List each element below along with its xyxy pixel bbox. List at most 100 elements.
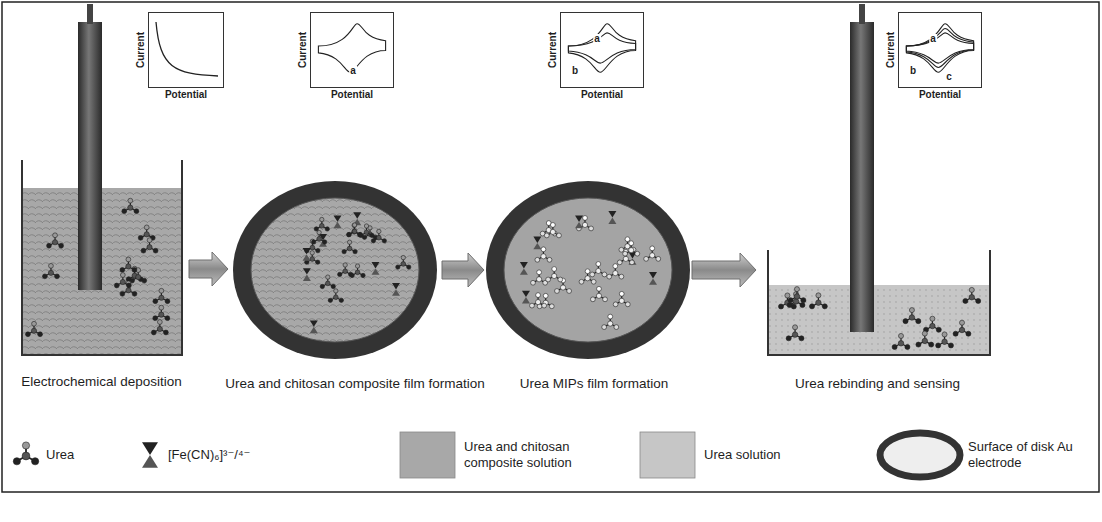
atom [898, 341, 903, 346]
atom [22, 452, 30, 460]
urea-molecule [546, 267, 563, 282]
electrode [78, 22, 102, 290]
urea-molecule [120, 257, 137, 272]
atom [355, 270, 360, 275]
process-arrow [442, 253, 484, 287]
atom [396, 265, 400, 269]
atom [623, 251, 628, 256]
atom [558, 277, 563, 282]
atom [531, 280, 536, 285]
curve-letter: a [349, 66, 357, 76]
atom [619, 291, 624, 296]
atom [613, 271, 618, 276]
atom [316, 260, 320, 264]
legend-text: Urea solution [704, 447, 781, 463]
atom [128, 205, 133, 210]
atom [603, 297, 608, 302]
atom [936, 327, 941, 332]
triangle [333, 215, 341, 221]
atom [159, 295, 164, 300]
urea-molecule [359, 224, 374, 238]
atom [942, 339, 947, 344]
atom [370, 233, 374, 237]
atom [120, 291, 125, 296]
atom [550, 223, 555, 228]
atom [547, 257, 552, 262]
atom [128, 198, 133, 203]
atom [546, 277, 551, 282]
axis-label: Potential [165, 89, 207, 100]
atom [816, 300, 821, 305]
axis-label: Potential [919, 89, 961, 100]
urea-molecule [153, 305, 170, 320]
atom [630, 260, 635, 265]
atom [359, 233, 363, 237]
atom [352, 229, 357, 234]
atom [49, 263, 54, 268]
atom [629, 248, 634, 253]
urea-molecule [602, 314, 619, 329]
atom [905, 344, 910, 349]
atom [629, 241, 634, 246]
atom [120, 279, 125, 284]
triangle [608, 211, 616, 217]
atom [32, 458, 39, 465]
atom [953, 331, 958, 336]
atom [127, 283, 132, 288]
atom [316, 249, 320, 253]
atom [930, 316, 935, 321]
plot-inset: CurrentabcPotential [898, 12, 982, 88]
atom [536, 293, 541, 298]
atom [126, 257, 131, 262]
triangle [303, 254, 311, 260]
frame [2, 2, 1099, 492]
urea-molecule [47, 233, 64, 248]
urea-molecule [151, 320, 168, 335]
atom [352, 223, 356, 227]
stage-caption: Electrochemical deposition [21, 374, 182, 389]
atom [339, 298, 343, 302]
atom [898, 333, 903, 338]
triangle [142, 455, 158, 468]
urea-molecule [923, 316, 941, 332]
atom [114, 283, 119, 288]
plot-inset: CurrentabPotential [560, 12, 644, 88]
atom [147, 245, 152, 250]
atom [792, 332, 797, 337]
ferricyanide-symbol [333, 215, 341, 228]
atom [613, 302, 618, 307]
atom [350, 273, 354, 277]
atom [969, 295, 974, 300]
ferricyanide-symbol [533, 236, 541, 249]
atom [320, 284, 324, 288]
atom [936, 343, 941, 348]
urea-molecule [531, 270, 548, 285]
atom [619, 247, 624, 252]
triangle [575, 216, 583, 222]
urea-molecule [613, 291, 630, 306]
atom [317, 230, 321, 234]
urea-molecule [530, 293, 547, 308]
atom [153, 248, 158, 253]
triangle [353, 212, 361, 218]
axis-label: Potential [331, 89, 373, 100]
urea-molecule [314, 217, 329, 231]
atom [794, 294, 799, 299]
atom [48, 270, 53, 275]
voltammograms [156, 22, 974, 76]
curve-letter: b [571, 66, 579, 76]
axis-label: Current [547, 32, 558, 68]
axis-label: Current [135, 32, 146, 68]
atom [13, 458, 20, 465]
atom [165, 316, 170, 321]
atom [793, 299, 798, 304]
urea-molecule [607, 264, 624, 279]
atom [377, 229, 381, 233]
atom [650, 246, 655, 251]
atom [22, 442, 29, 449]
urea-molecule [138, 225, 155, 240]
triangle [520, 268, 528, 274]
triangle [575, 222, 583, 228]
ferricyanide-symbol [303, 268, 311, 281]
atom [530, 303, 535, 308]
